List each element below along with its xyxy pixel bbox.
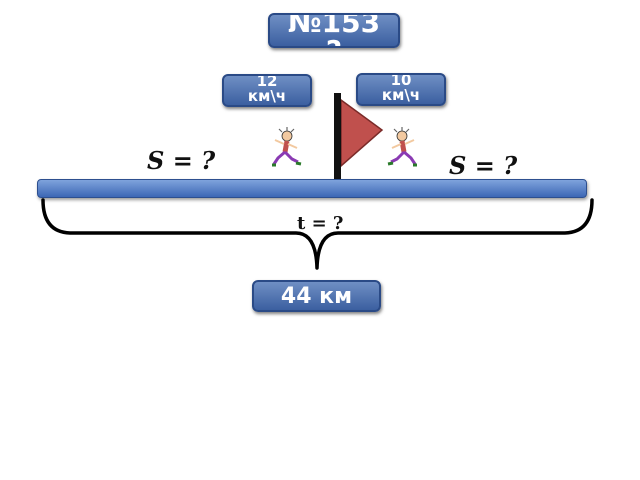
speed-left-box: 12 км\ч [222,74,312,107]
total-distance-label: 44 км [280,284,353,309]
speed-right-label: 10 км\ч [381,73,421,104]
road-bar [37,179,587,198]
time-unknown: t = ? [297,213,344,234]
task-number-box: №153 ? [268,13,400,48]
speed-left-label: 12 км\ч [247,74,287,105]
distance-left-unknown: S = ? [147,146,216,175]
speed-right-box: 10 км\ч [356,73,446,106]
task-number-label: №153 ? [287,13,381,46]
distance-right-unknown: S = ? [449,151,518,180]
total-distance-box: 44 км [252,280,381,312]
